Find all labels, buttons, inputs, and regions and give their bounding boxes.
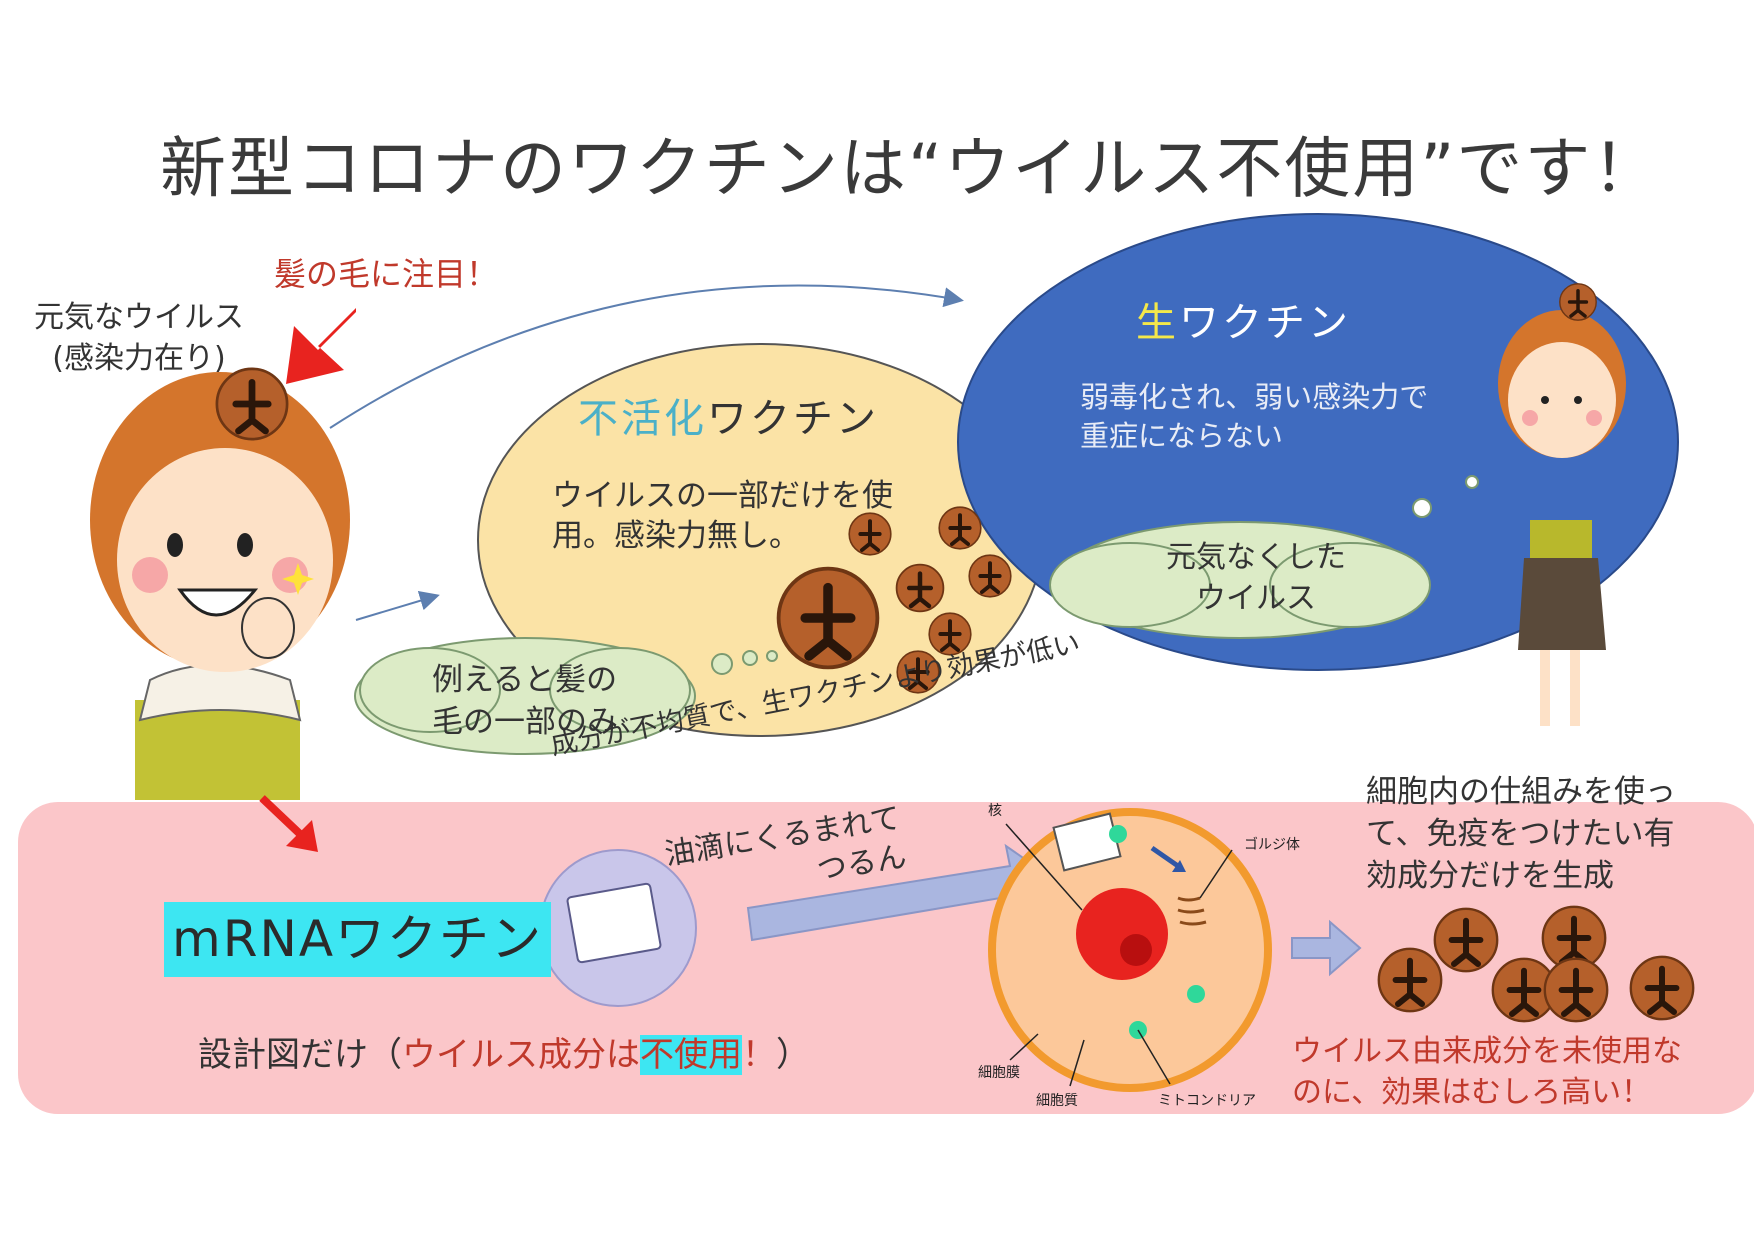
live-cloud-line2: ウイルス: [1196, 580, 1316, 616]
inactivated-cloud-text: 例えると髪の 毛の一部のみ: [432, 660, 618, 744]
active-virus-label: 元気なウイルス (感染力在り): [34, 298, 244, 379]
mrna-title: mRNAワクチン: [164, 902, 552, 977]
live-cloud-line1: 元気なくした: [1166, 540, 1346, 575]
red-arrow-mrna-head: [286, 820, 318, 852]
cell-text-line1: 細胞内の仕組みを使っ: [1366, 774, 1676, 810]
label-cytoplasm: 細胞質: [1036, 1093, 1078, 1109]
live-title: 生ワクチン: [1136, 298, 1351, 348]
live-title-highlight: 生: [1136, 300, 1179, 346]
arrow-to-inactivated: [355, 591, 440, 621]
design-close: ）: [776, 1035, 810, 1075]
mrna-design-text: 設計図だけ（ウイルス成分は不使用！）: [198, 1034, 810, 1077]
cell-mechanism-text: 細胞内の仕組みを使っ て、免疫をつけたい有 効成分だけを生成: [1366, 772, 1676, 898]
label-membrane: 細胞膜: [978, 1065, 1020, 1081]
effect-line2: のに、効果はむしろ高い！: [1292, 1074, 1652, 1110]
live-cloud-text: 元気なくした ウイルス: [1166, 538, 1346, 619]
effect-line1: ウイルス由来成分を未使用な: [1292, 1034, 1682, 1069]
page-title: 新型コロナのワクチンは“ウイルス不使用”です！: [160, 130, 1661, 207]
active-virus-character: [90, 369, 350, 800]
live-description: 弱毒化され、弱い感染力で重症にならない: [1080, 380, 1429, 454]
mrna-band: [18, 802, 1754, 1114]
mrna-effect-text: ウイルス由来成分を未使用な のに、効果はむしろ高い！: [1292, 1032, 1682, 1113]
label-mitochondria: ミトコンドリア: [1158, 1093, 1256, 1109]
cell-text-line2: て、免疫をつけたい有: [1366, 815, 1675, 852]
design-red: ウイルス成分は: [402, 1035, 640, 1075]
red-arrow-mrna: [259, 795, 303, 837]
cell: [988, 808, 1272, 1092]
cloud-live: [1049, 475, 1479, 639]
active-virus-line1: 元気なウイルス: [34, 300, 244, 335]
mrna-blueprint-card: [566, 882, 662, 964]
inactivated-cloud-line2: 毛の一部のみ: [432, 703, 618, 740]
attention-label: 髪の毛に注目！: [274, 255, 499, 293]
design-prefix: 設計図だけ（: [198, 1035, 402, 1075]
design-exclaim: ！: [742, 1035, 776, 1075]
inactivated-title-rest: ワクチン: [707, 396, 879, 442]
label-nucleus: 核: [988, 803, 1002, 819]
arrow-to-live: [329, 284, 964, 429]
inactivated-title: 不活化ワクチン: [578, 394, 879, 444]
inactivated-title-highlight: 不活化: [578, 396, 707, 442]
inactivated-cloud-line1: 例えると髪の: [432, 662, 618, 698]
cloud-inactivated: [354, 637, 778, 755]
label-golgi: ゴルジ体: [1244, 837, 1300, 853]
active-virus-line2: (感染力在り): [52, 340, 226, 376]
inactivated-description: ウイルスの一部だけを使用。感染力無し。: [552, 478, 893, 555]
live-title-rest: ワクチン: [1179, 300, 1351, 346]
weak-virus-character: [1498, 282, 1626, 726]
cell-text-line3: 効成分だけを生成: [1366, 857, 1614, 894]
output-arrow: [1291, 919, 1362, 977]
red-arrow-attention: [286, 308, 356, 384]
design-highlight: 不使用: [640, 1035, 742, 1075]
